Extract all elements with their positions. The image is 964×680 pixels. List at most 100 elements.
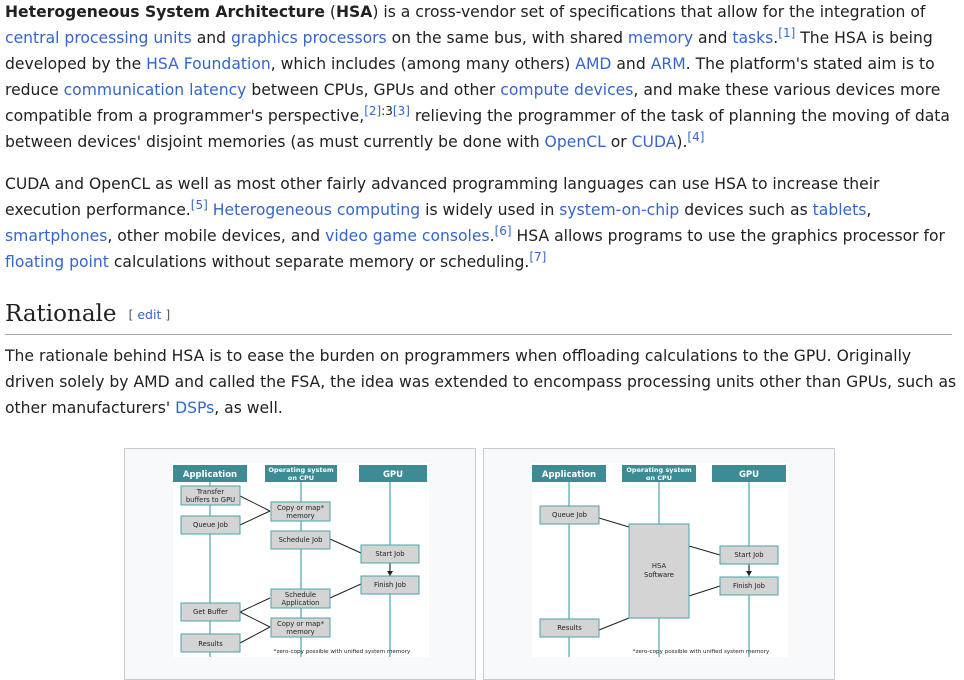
column-header-os <box>265 465 337 482</box>
diagram-footnote: *zero-copy possible with unified system … <box>633 649 770 655</box>
link-smartphones[interactable]: smartphones <box>5 227 108 245</box>
box-label: Start Job <box>375 550 404 558</box>
box-label: Application <box>282 599 320 607</box>
link-hsa-foundation[interactable]: HSA Foundation <box>146 55 271 73</box>
link-memory[interactable]: memory <box>627 29 694 47</box>
bracket: ] <box>161 307 171 322</box>
diagram-without-hsa: Application Operating system on CPU GPU <box>173 463 429 657</box>
text: is widely used in <box>420 201 560 219</box>
column-label: Application <box>183 470 237 480</box>
section-header-rationale: Rationale [ edit ] <box>5 294 952 335</box>
reference-7[interactable]: [7] <box>529 249 547 264</box>
box-copy-map-memory-2 <box>270 617 331 638</box>
text: between CPUs, GPUs and other <box>246 81 501 99</box>
box-label: memory <box>286 512 314 520</box>
box-label: Queue Job <box>552 511 587 519</box>
page-ref: :3 <box>381 103 393 118</box>
text: and <box>611 55 651 73</box>
column-header-os <box>622 465 696 482</box>
link-arm[interactable]: ARM <box>650 55 686 73</box>
column-label: GPU <box>383 470 403 480</box>
box-label: buffers to GPU <box>186 496 235 504</box>
text: ( <box>324 3 336 21</box>
link-tablets[interactable]: tablets <box>812 201 867 219</box>
box-schedule-job <box>270 530 331 550</box>
section-heading: Rationale [ edit ] <box>5 294 952 335</box>
reference-1[interactable]: [1] <box>778 25 796 40</box>
text: and <box>693 29 733 47</box>
text: on the same bus, with shared <box>386 29 628 47</box>
column-label: on CPU <box>288 474 314 482</box>
text: devices such as <box>679 201 813 219</box>
box-label: Transfer <box>196 488 225 496</box>
link-compute-devices[interactable]: compute devices <box>500 81 634 99</box>
box-copy-map-memory <box>270 501 331 522</box>
section-title: Rationale <box>5 301 117 327</box>
text: , other mobile devices, and <box>107 227 326 245</box>
link-heterogeneous-computing[interactable]: Heterogeneous computing <box>212 201 421 219</box>
reference-3[interactable]: [3] <box>392 103 410 118</box>
box-label: Schedule Job <box>279 536 323 544</box>
text: or <box>605 133 632 151</box>
link-amd[interactable]: AMD <box>575 55 612 73</box>
box-label: memory <box>286 628 314 636</box>
arrow-head <box>387 571 393 576</box>
link-floating-point[interactable]: floating point <box>5 253 109 271</box>
box-schedule-application <box>270 588 331 609</box>
figure-without-hsa[interactable]: Application Operating system on CPU GPU <box>124 448 476 680</box>
intro-paragraph-2: CUDA and OpenCL as well as most other fa… <box>5 171 957 275</box>
link-cuda[interactable]: CUDA <box>631 133 677 151</box>
bracket: [ <box>128 307 138 322</box>
rationale-paragraph: The rationale behind HSA is to ease the … <box>5 343 957 421</box>
column-label: Operating system <box>268 466 334 474</box>
text: The rationale behind HSA is to ease the … <box>5 347 957 417</box>
intro-paragraph-1: Heterogeneous System Architecture (HSA) … <box>5 0 957 155</box>
reference-6[interactable]: [6] <box>494 223 512 238</box>
arrow-head <box>746 571 752 576</box>
figure-with-hsa[interactable]: Application Operating system on CPU GPU <box>483 448 835 680</box>
column-label: GPU <box>739 470 759 480</box>
text: . The platform's stated aim is to reduce <box>5 55 935 99</box>
link-system-on-chip[interactable]: system-on-chip <box>559 201 680 219</box>
connectors <box>239 495 391 644</box>
box-label: Get Buffer <box>193 608 228 616</box>
reference-4[interactable]: [4] <box>687 129 705 144</box>
edit-section: [ edit ] <box>129 307 171 322</box>
box-label: Copy or map* <box>277 504 325 512</box>
column-label: on CPU <box>646 474 672 482</box>
link-graphics-processors[interactable]: graphics processors <box>231 29 387 47</box>
article-content: Heterogeneous System Architecture (HSA) … <box>5 0 957 421</box>
link-communication-latency[interactable]: communication latency <box>63 81 247 99</box>
edit-section-link[interactable]: edit <box>137 307 162 322</box>
column-header-application <box>532 465 606 482</box>
diagram-with-hsa: Application Operating system on CPU GPU <box>532 463 788 657</box>
column-header-gpu <box>712 465 786 482</box>
box-label: Finish Job <box>733 582 765 590</box>
text: The HSA is being developed by the <box>5 29 933 73</box>
box-finish-job <box>360 575 420 595</box>
figure-gallery: Application Operating system on CPU GPU <box>124 448 844 680</box>
box-get-buffer <box>180 602 241 622</box>
column-header-application <box>173 465 247 482</box>
box-queue-job <box>180 515 241 535</box>
text: relieving the programmer of the task of … <box>5 107 950 151</box>
box-label: Queue Job <box>193 521 228 529</box>
diagram-footnote: *zero-copy possible with unified system … <box>274 649 411 655</box>
box-results <box>180 633 241 653</box>
text: calculations without separate memory or … <box>108 253 530 271</box>
link-opencl[interactable]: OpenCL <box>544 133 606 151</box>
box-label: Copy or map* <box>277 620 325 628</box>
link-video-game-consoles[interactable]: video game consoles <box>325 227 490 245</box>
box-label: Results <box>198 640 223 648</box>
box-finish-job <box>719 576 779 596</box>
reference-5[interactable]: [5] <box>190 197 208 212</box>
column-header-gpu <box>359 465 427 482</box>
text: . <box>773 29 779 47</box>
reference-2[interactable]: [2] <box>364 103 382 118</box>
box-label: Schedule <box>285 591 316 599</box>
link-central-processing-units[interactable]: central processing units <box>5 29 192 47</box>
text: CUDA and OpenCL as well as most other fa… <box>5 175 880 219</box>
box-label: HSA <box>652 562 667 570</box>
link-dsps[interactable]: DSPs <box>175 399 215 417</box>
link-tasks[interactable]: tasks <box>732 29 774 47</box>
